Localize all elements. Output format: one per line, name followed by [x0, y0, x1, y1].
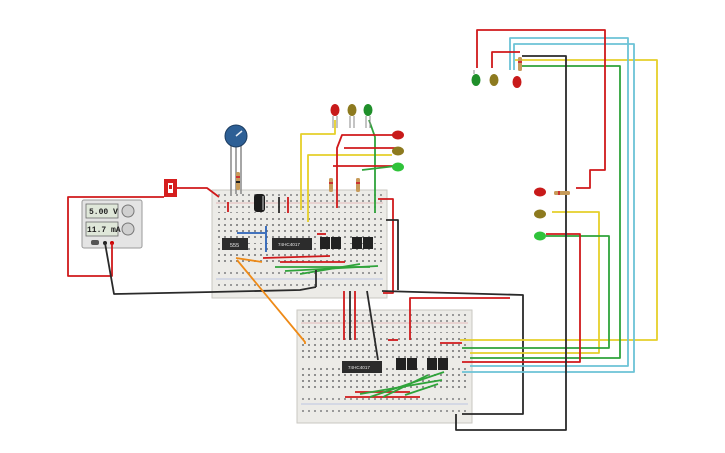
ic-4017-top[interactable]: 74HC4017 [272, 238, 312, 250]
led-right-amber[interactable] [534, 209, 546, 219]
wire-right-black[interactable] [455, 55, 567, 431]
wire-top-black-right[interactable] [386, 219, 399, 290]
led-corner-green[interactable] [471, 70, 481, 86]
led-top-green[interactable] [363, 104, 373, 128]
electrolytic-capacitor[interactable] [254, 194, 265, 212]
voltage-display [85, 203, 119, 219]
led-right-green[interactable] [534, 231, 546, 241]
transistor-arrays[interactable] [320, 237, 448, 370]
current-knob-icon[interactable] [121, 222, 135, 236]
wire-right-yellow-1[interactable] [470, 211, 600, 354]
led-corner-amber[interactable] [489, 74, 499, 86]
wire-right-red-1[interactable] [462, 233, 581, 363]
voltage-readout: 5.00 V [89, 208, 118, 217]
wire-between-red-3[interactable] [409, 297, 510, 340]
resistor[interactable] [236, 172, 240, 190]
led-side-amber[interactable] [392, 146, 404, 156]
wire-orange-between[interactable] [236, 259, 306, 344]
transistor-pack[interactable] [407, 358, 417, 370]
ic-4017-bottom-label: 74HC4017 [348, 365, 370, 370]
switch-icon [169, 185, 172, 189]
led-corner-red[interactable] [512, 76, 522, 88]
wire-right-red-2[interactable] [476, 29, 606, 189]
jumper-red-1[interactable] [262, 255, 331, 259]
wire-supply-ground[interactable] [104, 242, 317, 295]
wire-pot-yellow[interactable] [300, 120, 336, 210]
led-side-green[interactable] [392, 162, 404, 172]
power-supply[interactable]: 5.00 V 11.7 mA [81, 199, 143, 249]
transistor-pack[interactable] [396, 358, 406, 370]
wire-right-cyan-1[interactable] [470, 37, 629, 367]
led-side-red[interactable] [392, 130, 404, 140]
ic-4017-top-label: 74HC4017 [278, 242, 300, 247]
led-top-amber[interactable] [347, 104, 357, 128]
wire-between-black-2[interactable] [366, 290, 379, 361]
wire-top-red-a[interactable] [336, 134, 400, 208]
led-right-red[interactable] [534, 187, 546, 197]
wire-top-red-right[interactable] [378, 198, 394, 294]
wire-right-green-1[interactable] [470, 65, 621, 359]
transistor-pack[interactable] [363, 237, 373, 249]
resistor[interactable] [356, 178, 360, 192]
wire-led-top-red-a[interactable] [491, 51, 520, 68]
resistor[interactable] [554, 191, 570, 195]
led-top-red[interactable] [330, 104, 340, 128]
wire-bottom-green-3[interactable] [382, 374, 429, 398]
wire-top-green[interactable] [368, 119, 376, 213]
transistor-pack[interactable] [427, 358, 437, 370]
resistors[interactable] [236, 57, 570, 195]
transistor-pack[interactable] [331, 237, 341, 249]
ic-555[interactable]: 555 [222, 238, 248, 250]
wire-top-green-2[interactable] [361, 165, 397, 171]
slide-switch[interactable] [164, 179, 177, 197]
transistor-pack[interactable] [320, 237, 330, 249]
output-switch-icon[interactable] [91, 240, 99, 245]
wire-right-yellow-2[interactable] [460, 59, 658, 341]
transistor-pack[interactable] [352, 237, 362, 249]
current-readout: 11.7 mA [87, 226, 121, 235]
ic-555-label: 555 [230, 243, 239, 249]
voltage-knob-icon[interactable] [121, 204, 135, 218]
jumper-orange-1[interactable] [235, 257, 263, 263]
wire-right-green-2[interactable] [462, 235, 610, 349]
wire-switch-to-rail[interactable] [177, 187, 220, 198]
ic-4017-bottom[interactable]: 74HC4017 [342, 361, 382, 373]
resistor[interactable] [518, 57, 522, 71]
wire-supply-positive[interactable] [67, 196, 164, 277]
wire-between-black-3[interactable] [381, 290, 524, 415]
jumper-green-3[interactable] [299, 263, 361, 275]
transistor-pack[interactable] [438, 358, 448, 370]
wire-top-yellow-2[interactable] [307, 154, 392, 222]
current-display [85, 221, 119, 237]
resistor[interactable] [329, 178, 333, 192]
wire-bottom-green-4[interactable] [404, 383, 439, 396]
